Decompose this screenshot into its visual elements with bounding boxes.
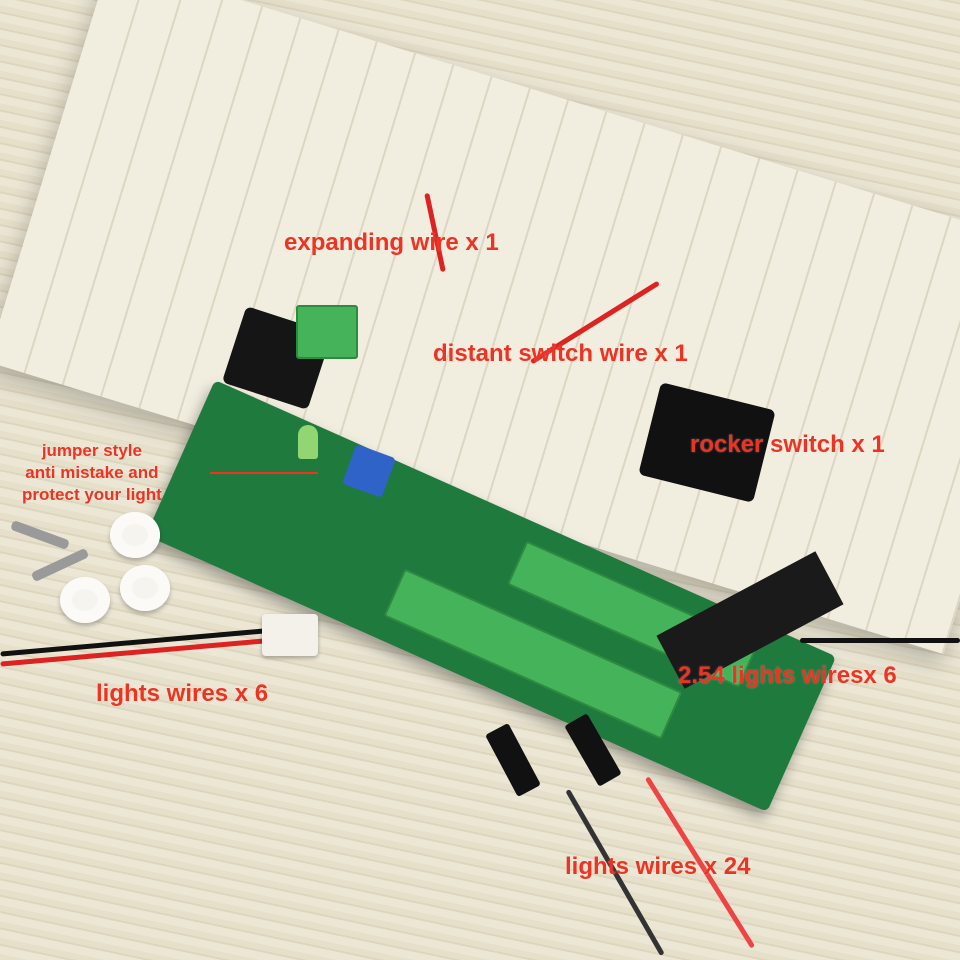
washer (120, 565, 170, 611)
label-jumper-line2: anti mistake and (25, 463, 159, 482)
label-rocker-switch: rocker switch x 1 (690, 431, 885, 458)
green-led (298, 425, 318, 459)
screw (10, 520, 70, 550)
label-2-54-lights-wires: 2.54 lights wiresx 6 (678, 662, 897, 689)
label-lights-wires-6: lights wires x 6 (96, 680, 269, 707)
label-jumper-line3: protect your light (22, 485, 162, 504)
jst-connector (262, 614, 318, 656)
dupont-black (485, 722, 541, 798)
label-jumper-line1: jumper style (41, 441, 142, 460)
jumper-pointer-line (210, 472, 318, 474)
washer (110, 512, 160, 558)
label-jumper: jumper style anti mistake and protect yo… (22, 440, 162, 506)
washer (60, 577, 110, 623)
label-distant-switch-wire: distant switch wire x 1 (433, 340, 688, 367)
input-terminal (296, 305, 358, 359)
label-lights-wires-24: lights wires x 24 (565, 853, 751, 880)
label-expanding-wire: expanding wire x 1 (284, 229, 499, 256)
header-wire (800, 638, 960, 643)
